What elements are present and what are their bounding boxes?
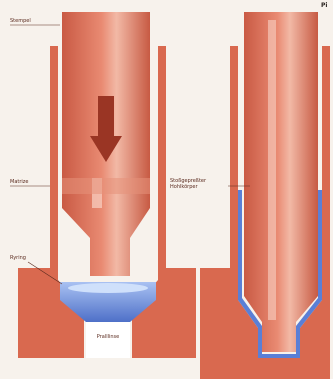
right-assembly [200,12,330,379]
left-assembly [10,12,196,358]
label-matrize: Matrize [10,179,28,185]
corner-text: Pi [321,2,327,9]
punch-right-highlight [268,20,276,320]
label-stempel: Stempel [10,18,31,24]
label-hohlkoerper: Stoßgepreßter Hohlkörper [170,178,210,190]
label-pressling: Pralllinse [88,334,128,340]
pressling-box [86,322,130,358]
blank-left-top [68,283,148,293]
label-formring: Ryring [10,255,26,261]
punch-right [244,12,318,352]
punch-left-band [62,178,150,194]
